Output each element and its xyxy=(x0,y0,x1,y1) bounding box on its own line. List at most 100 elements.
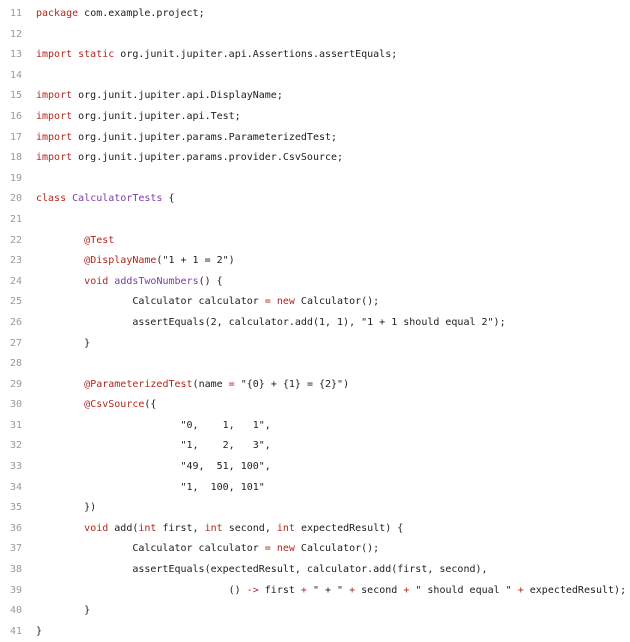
code-line[interactable]: 29 @ParameterizedTest(name = "{0} + {1} … xyxy=(0,375,630,396)
line-number: 22 xyxy=(9,234,22,246)
code-token: @CsvSource xyxy=(84,399,145,411)
code-line[interactable]: 26 assertEquals(2, calculator.add(1, 1),… xyxy=(0,313,630,334)
code-token: ({ xyxy=(144,399,157,411)
code-token: org.junit.jupiter.api.Test; xyxy=(72,110,241,122)
code-token: second xyxy=(355,584,404,596)
line-number: 40 xyxy=(9,605,22,617)
code-token: @DisplayName xyxy=(84,255,157,267)
code-token: com.example.project; xyxy=(78,8,205,19)
code-text: Calculator calculator = new Calculator()… xyxy=(22,539,379,560)
code-text: import static org.junit.jupiter.api.Asse… xyxy=(22,45,397,66)
code-line[interactable]: 21 xyxy=(0,210,630,231)
code-token: CalculatorTests xyxy=(72,193,163,205)
code-text: "49, 51, 100", xyxy=(22,457,271,478)
code-token xyxy=(36,399,84,410)
code-text xyxy=(22,354,36,375)
line-number: 41 xyxy=(9,625,22,637)
line-number: 36 xyxy=(9,522,22,534)
code-text: assertEquals(expectedResult, calculator.… xyxy=(22,560,488,581)
code-line[interactable]: 32 "1, 2, 3", xyxy=(0,436,630,457)
code-text: import org.junit.jupiter.params.provider… xyxy=(22,148,343,169)
code-text: assertEquals(2, calculator.add(1, 1), "1… xyxy=(22,313,506,334)
code-text: } xyxy=(22,622,42,642)
code-line[interactable]: 39 () -> first + " + " + second + " shou… xyxy=(0,581,630,602)
line-number: 18 xyxy=(9,152,22,164)
code-line[interactable]: 23 @DisplayName("1 + 1 = 2") xyxy=(0,251,630,272)
code-token: first, xyxy=(156,522,205,534)
code-token: () { xyxy=(198,275,223,287)
code-text: import org.junit.jupiter.params.Paramete… xyxy=(22,128,337,149)
code-token: add( xyxy=(108,522,139,534)
code-line[interactable]: 34 "1, 100, 101" xyxy=(0,478,630,499)
code-line[interactable]: 19 xyxy=(0,169,630,190)
code-text: void addsTwoNumbers() { xyxy=(22,272,223,293)
code-token: import static xyxy=(36,49,115,61)
code-line[interactable]: 28 xyxy=(0,354,630,375)
code-token: assertEquals(2, calculator.add(1, 1), "1… xyxy=(36,316,506,328)
line-number: 39 xyxy=(9,584,22,596)
code-token: } xyxy=(36,625,43,637)
code-line[interactable]: 38 assertEquals(expectedResult, calculat… xyxy=(0,560,630,581)
line-number: 31 xyxy=(9,419,22,431)
line-number: 15 xyxy=(9,90,22,102)
code-line[interactable]: 22 @Test xyxy=(0,231,630,252)
code-line[interactable]: 30 @CsvSource({ xyxy=(0,395,630,416)
code-line[interactable]: 40 } xyxy=(0,601,630,622)
line-number: 13 xyxy=(9,49,22,61)
code-text: @DisplayName("1 + 1 = 2") xyxy=(22,251,235,272)
code-token xyxy=(36,276,84,287)
code-text xyxy=(22,25,36,46)
code-line[interactable]: 24 void addsTwoNumbers() { xyxy=(0,272,630,293)
code-token: = xyxy=(228,378,235,390)
code-line[interactable]: 27 } xyxy=(0,334,630,355)
code-text xyxy=(22,66,36,87)
code-token: new xyxy=(276,296,295,308)
code-token xyxy=(36,255,84,266)
line-number: 27 xyxy=(9,337,22,349)
code-token: () xyxy=(36,584,247,596)
code-line[interactable]: 37 Calculator calculator = new Calculato… xyxy=(0,539,630,560)
code-token: } xyxy=(36,605,91,617)
code-line[interactable]: 14 xyxy=(0,66,630,87)
code-token: assertEquals(expectedResult, calculator.… xyxy=(36,564,488,576)
code-token: package xyxy=(36,8,79,19)
code-line[interactable]: 36 void add(int first, int second, int e… xyxy=(0,519,630,540)
code-line[interactable]: 25 Calculator calculator = new Calculato… xyxy=(0,292,630,313)
code-text: import org.junit.jupiter.api.Test; xyxy=(22,107,241,128)
code-token: = xyxy=(264,296,271,308)
code-text: "1, 100, 101" xyxy=(22,478,264,499)
code-token: void xyxy=(84,522,109,534)
code-token: org.junit.jupiter.api.DisplayName; xyxy=(72,90,283,102)
line-number: 33 xyxy=(9,461,22,473)
code-token xyxy=(36,235,84,246)
code-text: void add(int first, int second, int expe… xyxy=(22,519,403,540)
code-line[interactable]: 12 xyxy=(0,25,630,46)
line-number: 38 xyxy=(9,564,22,576)
code-token: import xyxy=(36,131,73,143)
code-token: "49, 51, 100", xyxy=(36,461,271,473)
code-token: -> xyxy=(246,584,259,596)
code-token: second, xyxy=(222,522,277,534)
code-line[interactable]: 41} xyxy=(0,622,630,642)
code-token: import xyxy=(36,152,73,164)
code-line[interactable]: 31 "0, 1, 1", xyxy=(0,416,630,437)
line-number: 17 xyxy=(9,131,22,143)
line-number: 30 xyxy=(9,399,22,411)
code-line[interactable]: 33 "49, 51, 100", xyxy=(0,457,630,478)
code-token: first xyxy=(258,584,301,596)
code-token: "{0} + {1} = {2}") xyxy=(234,378,350,390)
code-token: @ParameterizedTest xyxy=(84,378,193,390)
code-token: int xyxy=(204,522,223,534)
code-line[interactable]: 35 }) xyxy=(0,498,630,519)
code-text: } xyxy=(22,334,90,355)
code-token: { xyxy=(162,193,175,205)
code-text: class CalculatorTests { xyxy=(22,189,175,210)
